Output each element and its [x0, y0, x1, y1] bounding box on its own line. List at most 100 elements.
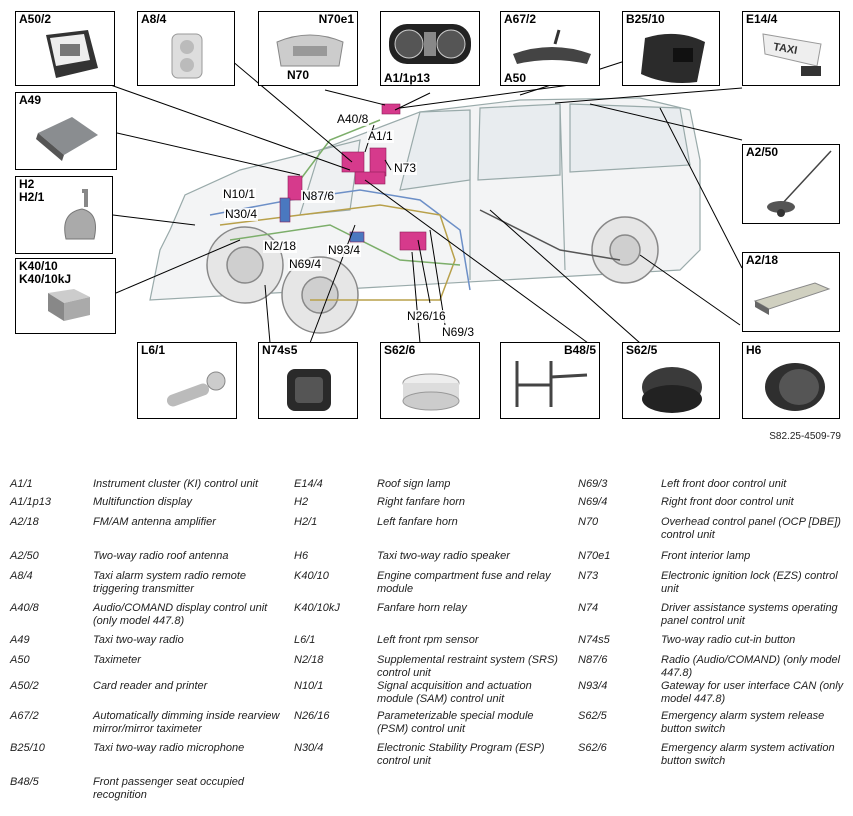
box-b48-5-label: B48/5: [563, 343, 596, 357]
box-a2-50: A2/50: [742, 144, 840, 224]
roof-antenna-icon: [767, 150, 832, 217]
legend-description: Overhead control panel (OCP [DBE]) contr…: [661, 516, 841, 541]
legend-code: N69/3: [578, 478, 608, 490]
legend-code: N93/4: [578, 680, 608, 692]
legend-description: Supplemental restraint system (SRS) cont…: [377, 654, 558, 679]
legend-code: N30/4: [294, 742, 324, 754]
legend-code: N70e1: [578, 550, 611, 562]
box-e14-4-label: E14/4: [746, 12, 778, 26]
callout-n2-18: N2/18: [263, 239, 298, 253]
callout-n30-4: N30/4: [224, 207, 259, 221]
instrument-cluster-icon: [389, 24, 471, 64]
box-a67-2: A67/2 A50: [500, 11, 600, 86]
overhead-panel-icon: [276, 34, 344, 67]
legend-code: N70: [578, 516, 599, 528]
box-h6-label: H6: [746, 343, 762, 357]
box-h6: H6: [742, 342, 840, 419]
box-h2: H2 H2/1: [15, 176, 113, 254]
relay-icon: [48, 289, 90, 321]
legend-code: A67/2: [10, 710, 39, 722]
legend-description: Taximeter: [93, 654, 141, 666]
legend-description: Engine compartment fuse and relay module: [377, 570, 551, 595]
legend-description: Front interior lamp: [661, 550, 751, 562]
rearview-mirror-icon: [513, 29, 591, 64]
leader-lines: [104, 54, 743, 344]
box-b25-10: B25/10: [622, 11, 720, 86]
legend-description: Right front door control unit: [661, 496, 794, 508]
box-a49-label: A49: [19, 93, 42, 107]
box-n70e1-label: N70e1: [318, 12, 354, 26]
box-a8-4-label: A8/4: [141, 12, 167, 26]
box-k40-10: K40/10 K40/10kJ: [15, 258, 116, 334]
legend-code: L6/1: [294, 634, 316, 646]
legend-description: Instrument cluster (KI) control unit: [93, 478, 259, 490]
box-n70e1: N70e1 N70: [258, 11, 358, 86]
legend-description: Audio/COMAND display control unit (only …: [93, 602, 268, 627]
figure-reference: S82.25-4509-79: [769, 431, 841, 442]
legend-code: B25/10: [10, 742, 45, 754]
legend-description: Left front door control unit: [661, 478, 787, 490]
taxi-radio-icon: [36, 117, 98, 161]
rpm-sensor-icon: [166, 371, 226, 407]
roof-sign-icon: TAXI: [762, 33, 822, 76]
legend-description: Taxi two-way radio: [93, 634, 184, 646]
box-s62-5-label: S62/5: [626, 343, 658, 357]
legend-description: Radio (Audio/COMAND) (only model 447.8): [661, 654, 841, 679]
box-l6-1: L6/1: [137, 342, 237, 419]
legend-code: K40/10: [294, 570, 329, 582]
legend-code: N2/18: [294, 654, 324, 666]
control-units: [279, 103, 427, 251]
legend-description: Driver assistance systems operating pane…: [661, 602, 838, 627]
box-n74s5-label: N74s5: [262, 343, 298, 357]
box-a2-18: A2/18: [742, 252, 840, 332]
callout-n73: N73: [393, 161, 418, 175]
box-a50-label: A50: [504, 71, 527, 85]
legend-code: A1/1: [10, 478, 33, 490]
box-a1-1p13: A1/1p13: [380, 11, 480, 86]
box-s62-6-label: S62/6: [384, 343, 416, 357]
callout-n69-4: N69/4: [288, 257, 323, 271]
legend-description: Left front rpm sensor: [377, 634, 479, 646]
box-a49: A49: [15, 92, 117, 170]
legend-code: N74: [578, 602, 599, 614]
legend-description: Left fanfare horn: [377, 516, 458, 528]
box-a50-2: A50/2: [15, 11, 115, 86]
box-a67-2-label: A67/2: [504, 12, 537, 26]
legend-code: A2/50: [10, 550, 39, 562]
legend-description: Front passenger seat occupied recognitio…: [93, 776, 245, 801]
legend-description: Electronic ignition lock (EZS) control u…: [661, 570, 838, 595]
legend-description: FM/AM antenna amplifier: [93, 516, 216, 528]
legend-code: N74s5: [578, 634, 610, 646]
activation-button-icon: [402, 373, 460, 411]
legend-description: Fanfare horn relay: [377, 602, 467, 614]
box-s62-6: S62/6: [380, 342, 480, 419]
legend-code: N73: [578, 570, 599, 582]
remote-transmitter-icon: [171, 33, 203, 79]
legend-description: Taxi alarm system radio remote triggerin…: [93, 570, 247, 595]
callout-a1-1: A1/1: [367, 129, 394, 143]
box-a1-1p13-label: A1/1p13: [384, 71, 431, 85]
wiring-harness: [209, 119, 621, 301]
box-n74s5: N74s5: [258, 342, 358, 419]
legend-code: E14/4: [294, 478, 323, 490]
speaker-icon: [765, 363, 825, 411]
release-button-icon: [642, 367, 702, 413]
legend-code: N87/6: [578, 654, 608, 666]
box-l6-1-label: L6/1: [141, 343, 166, 357]
legend-code: A50/2: [10, 680, 39, 692]
callout-a40-8: A40/8: [336, 112, 370, 126]
box-b25-10-label: B25/10: [626, 12, 665, 26]
box-k40-10-label: K40/10 K40/10kJ: [19, 259, 72, 286]
legend-description: Two-way radio cut-in button: [661, 634, 796, 646]
legend-description: Gateway for user interface CAN (only mod…: [661, 680, 844, 705]
legend-description: Parameterizable special module (PSM) con…: [377, 710, 534, 735]
legend-description: Emergency alarm system activation button…: [661, 742, 835, 767]
box-a2-50-label: A2/50: [746, 145, 779, 159]
legend-description: Taxi two-way radio microphone: [93, 742, 245, 754]
box-a8-4: A8/4: [137, 11, 235, 86]
callout-n87-6: N87/6: [301, 189, 336, 203]
box-h2-label: H2 H2/1: [19, 177, 45, 204]
legend-description: Electronic Stability Program (ESP) contr…: [377, 742, 545, 767]
legend-code: H2: [294, 496, 309, 508]
callout-n93-4: N93/4: [327, 243, 362, 257]
